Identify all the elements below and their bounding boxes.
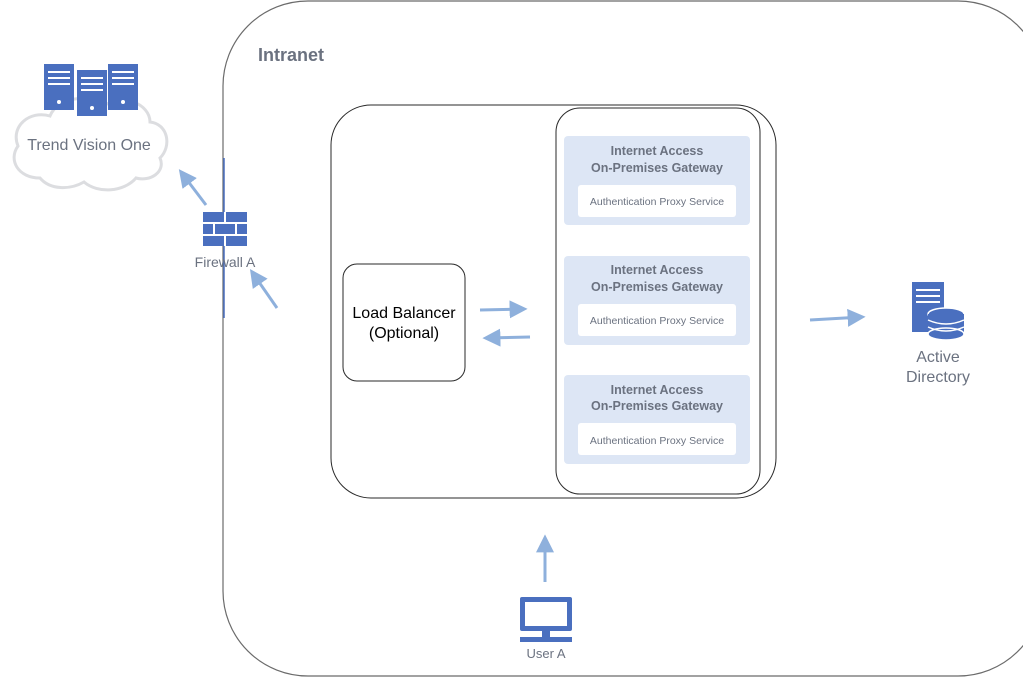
auth-proxy-service-label: Authentication Proxy Service <box>590 196 724 208</box>
gateway-subtitle: On-Premises Gateway <box>591 161 723 175</box>
auth-proxy-service-box <box>578 423 736 455</box>
gateway-card: Internet Access On-Premises Gateway Auth… <box>564 256 750 345</box>
gateway-subtitle: On-Premises Gateway <box>591 280 723 294</box>
arrow-gateways-to-active-directory <box>809 308 866 327</box>
load-balancer-box <box>342 263 466 382</box>
active-directory-label: Active <box>916 349 960 366</box>
active-directory: Active Directory <box>906 282 970 386</box>
gateway-stack-container <box>555 107 761 495</box>
arrow-gateways-to-lb <box>482 328 531 347</box>
gateway-title: Internet Access <box>611 383 704 397</box>
cloud-label: Trend Vision One <box>27 137 151 154</box>
auth-proxy-service-box <box>578 185 736 217</box>
trend-vision-one-cloud: Trend Vision One <box>12 64 169 192</box>
arrow-firewall-to-cloud <box>178 169 208 206</box>
gateway-subtitle: On-Premises Gateway <box>591 399 723 413</box>
auth-proxy-service-box <box>578 304 736 336</box>
monitor-icon <box>520 597 572 642</box>
intranet-zone <box>222 0 1023 677</box>
firewall-label: Firewall A <box>195 254 256 270</box>
load-balancer-label: Load Balancer <box>352 305 456 322</box>
load-balancer: Load Balancer (Optional) <box>342 263 466 382</box>
firewall-icon <box>203 212 247 246</box>
auth-proxy-service-label: Authentication Proxy Service <box>590 315 724 327</box>
gateway-card: Internet Access On-Premises Gateway Auth… <box>564 375 750 464</box>
active-directory-sublabel: Directory <box>906 369 970 386</box>
gateway-title: Internet Access <box>611 144 704 158</box>
load-balancer-sublabel: (Optional) <box>369 325 439 342</box>
gateway-group-container <box>330 104 777 499</box>
arrow-intranet-to-firewall <box>249 269 279 309</box>
arrow-lb-to-gateways <box>479 300 528 319</box>
user-workstation: User A <box>520 597 572 661</box>
cloud-shape <box>12 97 169 192</box>
intranet-label: Intranet <box>258 45 324 65</box>
auth-proxy-service-label: Authentication Proxy Service <box>590 435 724 447</box>
gateway-card: Internet Access On-Premises Gateway Auth… <box>564 136 750 225</box>
firewall: Firewall A <box>195 158 256 318</box>
server-rack-icon <box>44 64 138 116</box>
directory-server-icon <box>912 282 965 341</box>
user-label: User A <box>526 646 565 661</box>
gateway-title: Internet Access <box>611 263 704 277</box>
